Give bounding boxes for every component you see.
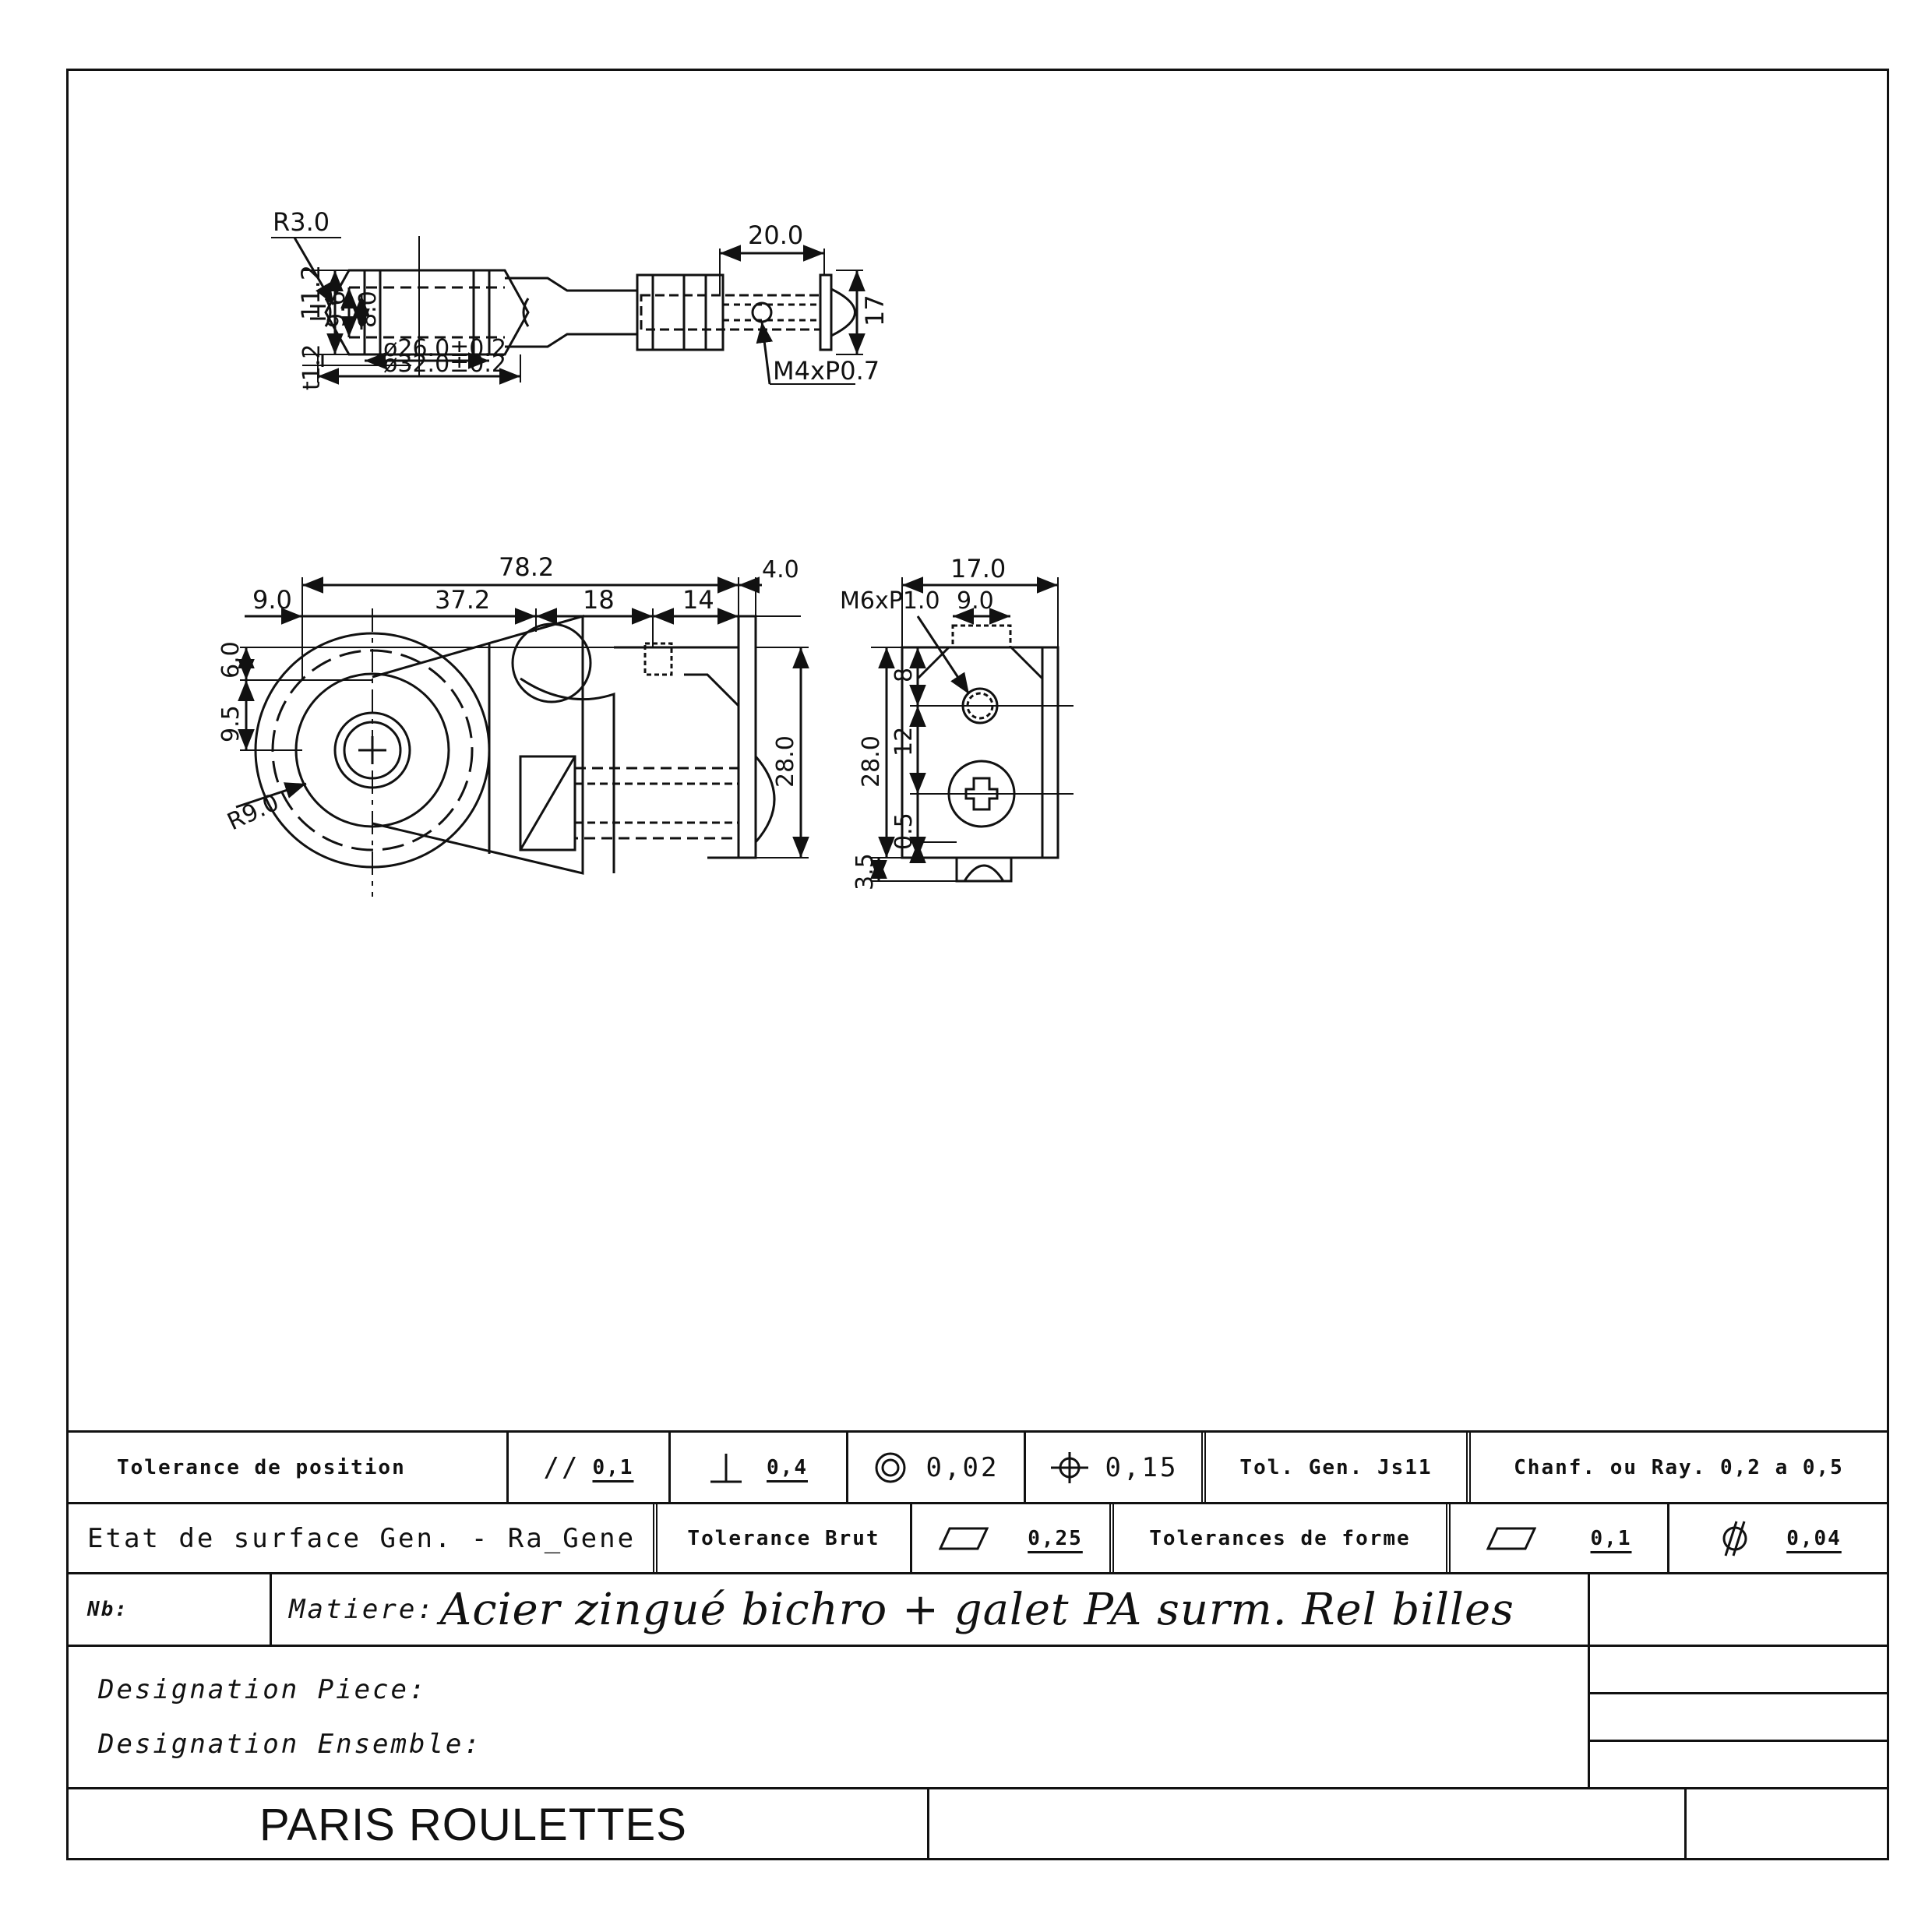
concentricity-icon bbox=[875, 1452, 906, 1482]
cylindricity-value: 0,04 bbox=[1786, 1526, 1842, 1550]
dim-9-0-side: 9.0 bbox=[957, 587, 994, 615]
technical-drawing: R3.0 20.0 11.2 9.6 8.0 t1.2 ø26.0±0.2 ø3… bbox=[217, 207, 1074, 897]
dim-8-0: 8.0 bbox=[354, 291, 382, 328]
perpendicularity-icon bbox=[710, 1453, 742, 1482]
quantity-label: Nb: bbox=[87, 1598, 129, 1621]
tolerance-position-label: Tolerance de position bbox=[117, 1455, 406, 1479]
designation-cell: Designation Piece: Designation Ensemble: bbox=[69, 1647, 1588, 1787]
parallelism-cell: // 0,1 bbox=[506, 1433, 668, 1502]
perpendicularity-value: 0,4 bbox=[767, 1455, 808, 1479]
dim-r3: R3.0 bbox=[273, 207, 330, 237]
dim-4-0: 4.0 bbox=[762, 556, 799, 583]
form-tolerance-label: Tolerances de forme bbox=[1109, 1504, 1446, 1572]
position-icon bbox=[1050, 1451, 1088, 1483]
dim-6-0: 6.0 bbox=[217, 641, 245, 679]
dim-12: 12 bbox=[890, 727, 918, 756]
side-view bbox=[870, 576, 1074, 883]
dim-28-0-front: 28.0 bbox=[772, 735, 799, 788]
dim-m4-thread: M4xP0.7 bbox=[773, 356, 880, 386]
surface-row: Etat de surface Gen. - Ra_Gene Tolerance… bbox=[69, 1502, 1887, 1572]
dim-14: 14 bbox=[682, 585, 714, 615]
company-row-blank-2 bbox=[1684, 1789, 1887, 1860]
material-row: Nb: Matiere: Acier zingué bichro + galet… bbox=[69, 1572, 1887, 1645]
perpendicularity-cell: 0,4 bbox=[668, 1433, 846, 1502]
dim-37-2: 37.2 bbox=[435, 585, 490, 615]
material-label: Matiere: bbox=[289, 1594, 435, 1625]
position-cell: 0,15 bbox=[1024, 1433, 1201, 1502]
material-value: Acier zingué bichro + galet PA surm. Rel… bbox=[439, 1584, 1514, 1635]
title-block: Tolerance de position // 0,1 0,4 0,02 0,… bbox=[69, 1430, 1887, 1860]
part-designation-label: Designation Piece: bbox=[98, 1674, 428, 1705]
dim-17-0: 17.0 bbox=[950, 554, 1006, 583]
top-view bbox=[271, 236, 866, 385]
position-value: 0,15 bbox=[1105, 1451, 1179, 1483]
cylindricity-cell: 0,04 bbox=[1667, 1504, 1887, 1572]
dim-3-5: 3.5 bbox=[851, 853, 879, 890]
flatness-icon bbox=[939, 1527, 989, 1549]
dim-8: 8 bbox=[890, 668, 918, 682]
front-view bbox=[235, 576, 809, 897]
parallelism-value: 0,1 bbox=[592, 1455, 634, 1479]
raw-flatness-value: 0,25 bbox=[1028, 1526, 1083, 1550]
dim-r9: R9.0 bbox=[224, 789, 284, 837]
dim-t1-2: t1.2 bbox=[298, 344, 326, 390]
dim-m6-thread: M6xP1.0 bbox=[840, 587, 940, 615]
dim-9-5: 9.5 bbox=[217, 705, 245, 742]
surface-finish-label: Etat de surface Gen. - Ra_Gene bbox=[87, 1522, 636, 1554]
dim-17: 17 bbox=[860, 294, 890, 326]
revision-cell-3 bbox=[1590, 1742, 1887, 1787]
front-view-dims: 78.2 4.0 9.0 37.2 18 14 6.0 9.5 R9.0 28.… bbox=[217, 552, 799, 836]
company-row-blank-1 bbox=[927, 1789, 1684, 1860]
drawing-frame: R3.0 20.0 11.2 9.6 8.0 t1.2 ø26.0±0.2 ø3… bbox=[66, 69, 1889, 1860]
cylindricity-icon bbox=[1722, 1521, 1747, 1556]
revision-cells bbox=[1588, 1647, 1887, 1787]
raw-flatness-cell: 0,25 bbox=[910, 1504, 1109, 1572]
concentricity-cell: 0,02 bbox=[846, 1433, 1024, 1502]
dim-78-2: 78.2 bbox=[499, 552, 554, 582]
dim-11-2: 11.2 bbox=[296, 265, 326, 320]
parallelism-icon: // bbox=[543, 1451, 580, 1483]
dim-dia-26: ø26.0±0.2 bbox=[383, 335, 506, 362]
raw-tolerance-label: Tolerance Brut bbox=[653, 1504, 910, 1572]
company-name: PARIS ROULETTES bbox=[259, 1800, 687, 1850]
top-view-dims: R3.0 20.0 11.2 9.6 8.0 t1.2 ø26.0±0.2 ø3… bbox=[273, 207, 890, 390]
dim-dia-32: ø32.0±0.2 bbox=[383, 351, 506, 378]
revision-cell-1 bbox=[1590, 1647, 1887, 1694]
assembly-designation-label: Designation Ensemble: bbox=[98, 1729, 482, 1760]
company-row: PARIS ROULETTES bbox=[69, 1787, 1887, 1860]
designation-row: Designation Piece: Designation Ensemble: bbox=[69, 1645, 1887, 1787]
dim-18: 18 bbox=[583, 585, 615, 615]
revision-cell-2 bbox=[1590, 1694, 1887, 1742]
chamfer-radius: Chanf. ou Ray. 0,2 a 0,5 bbox=[1466, 1433, 1887, 1502]
form-flatness-cell: 0,1 bbox=[1446, 1504, 1667, 1572]
dim-9-0: 9.0 bbox=[252, 585, 292, 615]
flatness-icon-2 bbox=[1486, 1527, 1536, 1549]
dim-0-5: 0.5 bbox=[890, 813, 918, 850]
concentricity-value: 0,02 bbox=[925, 1451, 999, 1483]
material-cell: Matiere: Acier zingué bichro + galet PA … bbox=[270, 1574, 1588, 1645]
form-flatness-value: 0,1 bbox=[1590, 1526, 1632, 1550]
material-side-cell bbox=[1588, 1574, 1887, 1645]
general-tolerance: Tol. Gen. Js11 bbox=[1201, 1433, 1466, 1502]
dim-9-6: 9.6 bbox=[323, 291, 351, 328]
side-view-dims: 17.0 M6xP1.0 9.0 8 28.0 12 0.5 3.5 bbox=[840, 554, 1006, 890]
dim-20: 20.0 bbox=[748, 220, 803, 250]
dim-28-0-side: 28.0 bbox=[858, 735, 885, 788]
tolerance-position-row: Tolerance de position // 0,1 0,4 0,02 0,… bbox=[69, 1430, 1887, 1502]
